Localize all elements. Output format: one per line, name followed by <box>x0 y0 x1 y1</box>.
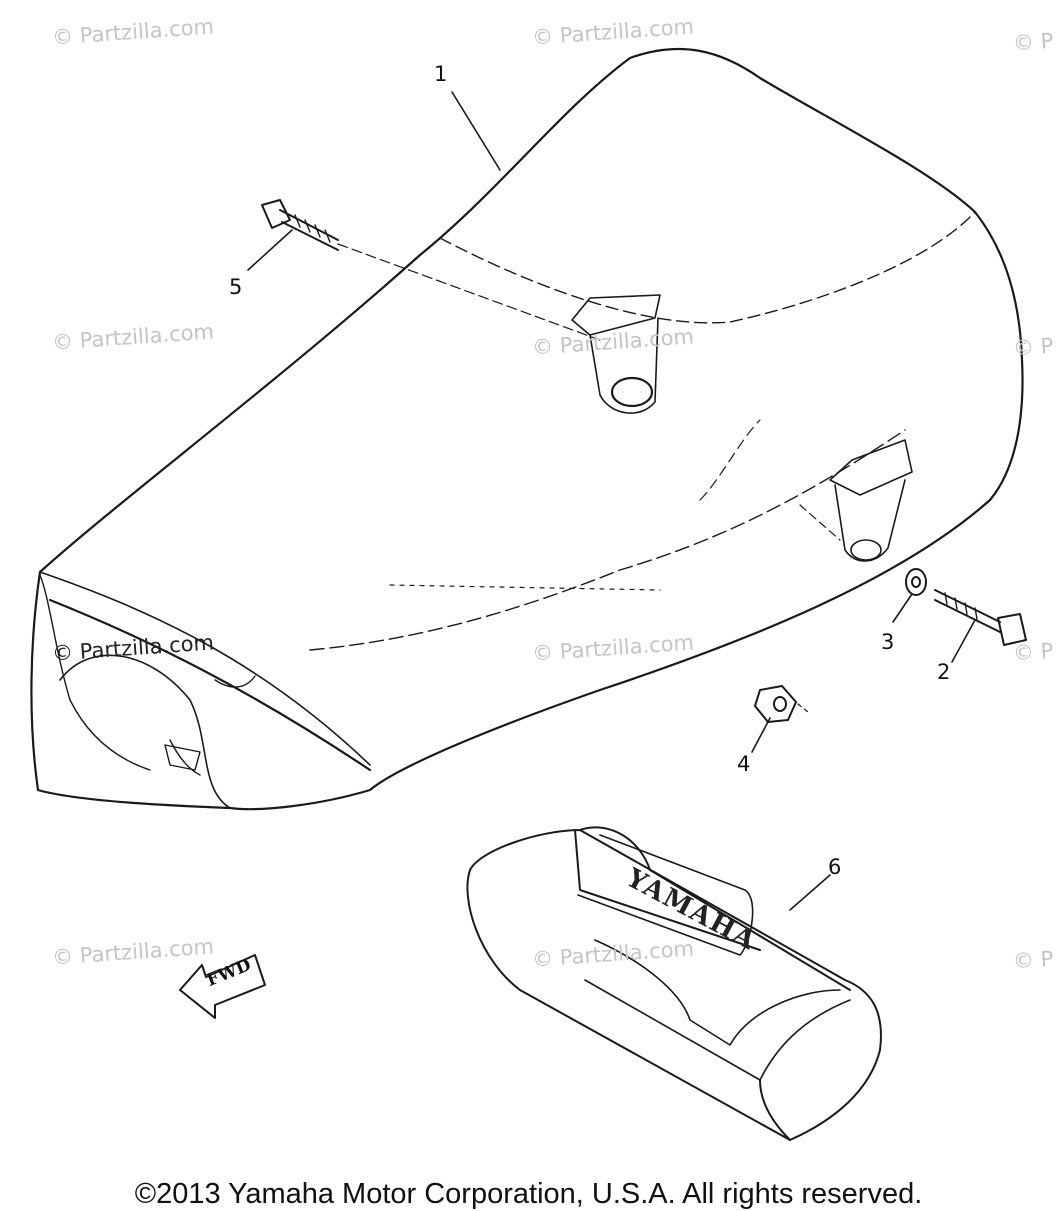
callout-3: 3 <box>881 630 895 654</box>
callout-5: 5 <box>229 275 243 299</box>
fwd-arrow-icon <box>179 954 266 1019</box>
watermark: © P <box>1012 946 1055 974</box>
bolt-part-5 <box>261 199 601 341</box>
watermark: © P <box>1012 28 1055 56</box>
callout-4: 4 <box>737 752 751 776</box>
leader-lines <box>247 91 976 911</box>
washer-part-3 <box>905 568 927 596</box>
tool-bag-part-6 <box>466 826 882 1141</box>
callout-1: 1 <box>434 62 448 86</box>
callout-6: 6 <box>828 855 842 879</box>
callout-2: 2 <box>937 660 951 684</box>
watermark: © P <box>1012 333 1055 361</box>
nut-part-4 <box>754 685 809 723</box>
watermark: © P <box>1012 638 1055 666</box>
seat-part <box>30 47 1024 811</box>
bolt-part-2 <box>934 589 1027 646</box>
copyright-notice: ©2013 Yamaha Motor Corporation, U.S.A. A… <box>134 1178 923 1210</box>
